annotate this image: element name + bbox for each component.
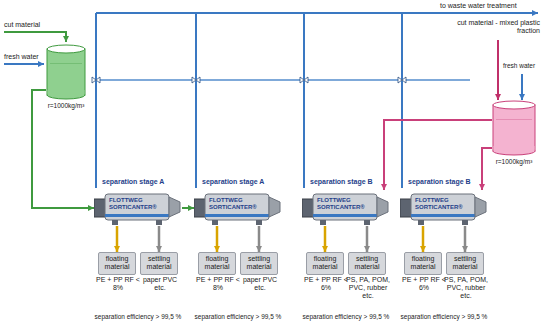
valve-symbol [398,77,406,83]
decanter-centrifuge: separation stage BFLOTTWEG SORTICANTER® [302,190,390,226]
water-riser [401,13,403,188]
flow-connector [482,148,492,190]
flow-connector [366,226,369,252]
feed-tank: r=1000kg/m³ [46,44,86,100]
output-content: PE + PP RF < 6% [402,276,446,292]
feed-tank: r=1000kg/m³ [492,100,536,156]
output-box: settling materialpaper PVC etc. [140,252,178,275]
stream-label: fresh water [4,53,39,61]
feed-line [497,40,499,100]
stage-heading: separation stage A [202,178,264,186]
output-box: floating materialPE + PP RF < 8% [98,252,136,275]
output-name: settling material [349,253,385,273]
output-content: paper PVC etc. [238,276,282,292]
fresh-water-line [521,74,523,100]
output-content: PE + PP RF < 6% [304,276,348,292]
valves [92,77,406,83]
water-riser [303,13,305,188]
output-box: floating materialPE + PP RF < 6% [404,252,442,275]
efficiency-note: separation efficiency > 99,5 % [88,313,188,320]
valve-symbol [192,77,200,83]
output-box: settling materialPS, PA, POM, PVC, rubbe… [446,252,484,275]
valve-symbol [92,77,100,83]
stream-label: cut material - mixed plastic fraction [452,19,540,35]
stage-heading: separation stage B [408,178,471,186]
machine-brand: FLOTTWEG SORTICANTER® [415,197,471,211]
output-box: settling materialpaper PVC etc. [240,252,278,275]
stream-label: cut material [4,21,40,29]
output-name: floating material [99,253,135,273]
fresh-water-line [96,79,470,81]
valve-symbol [300,77,308,83]
water-lines [4,13,538,188]
efficiency-note: separation efficiency > 99,5 % [394,313,494,320]
water-riser [95,13,97,188]
output-name: floating material [199,253,235,273]
decanter-centrifuge: separation stage BFLOTTWEG SORTICANTER® [400,190,488,226]
flow-connector [258,226,261,252]
flow-connector [216,226,219,252]
machine-brand: FLOTTWEG SORTICANTER® [317,197,373,211]
output-content: PE + PP RF < 8% [96,276,140,292]
flow-connector [158,226,161,252]
tank-outline [46,44,86,100]
tank-outline [492,100,536,156]
flow-connector [422,226,425,252]
density-label: r=1000kg/m³ [40,102,92,109]
machine-brand: FLOTTWEG SORTICANTER® [109,197,165,211]
machine-brand: FLOTTWEG SORTICANTER® [209,197,265,211]
output-name: settling material [141,253,177,273]
waste-water-line [96,12,538,14]
output-box: settling materialPS, PA, POM, PVC, rubbe… [348,252,386,275]
decanter-centrifuge: separation stage AFLOTTWEG SORTICANTER® [194,190,282,226]
output-content: PS, PA, POM, PVC, rubber etc. [346,276,390,300]
output-name: floating material [307,253,343,273]
stage-heading: separation stage B [310,178,373,186]
output-name: settling material [241,253,277,273]
fresh-water-line [4,63,44,65]
flow-connector [464,226,467,252]
flow-connector [384,120,492,190]
stream-label: to waste water treatment [440,2,517,10]
decanter-centrifuge: separation stage AFLOTTWEG SORTICANTER® [94,190,182,226]
output-box: floating materialPE + PP RF < 8% [198,252,236,275]
output-box: floating materialPE + PP RF < 6% [306,252,344,275]
output-content: paper PVC etc. [138,276,182,292]
density-label: r=1000kg/m³ [486,158,542,165]
feed-line [4,32,66,42]
efficiency-note: separation efficiency > 99,5 % [296,313,396,320]
output-name: floating material [405,253,441,273]
water-riser [195,13,197,188]
flow-connector [182,207,194,209]
stage-heading: separation stage A [102,178,164,186]
output-name: settling material [447,253,483,273]
output-content: PE + PP RF < 8% [196,276,240,292]
flow-connector [116,226,119,252]
efficiency-note: separation efficiency > 99,5 % [188,313,288,320]
stream-label: fresh water [503,62,535,69]
output-content: PS, PA, POM, PVC, rubber etc. [444,276,488,300]
flow-connector [324,226,327,252]
flow-connector [32,90,94,208]
